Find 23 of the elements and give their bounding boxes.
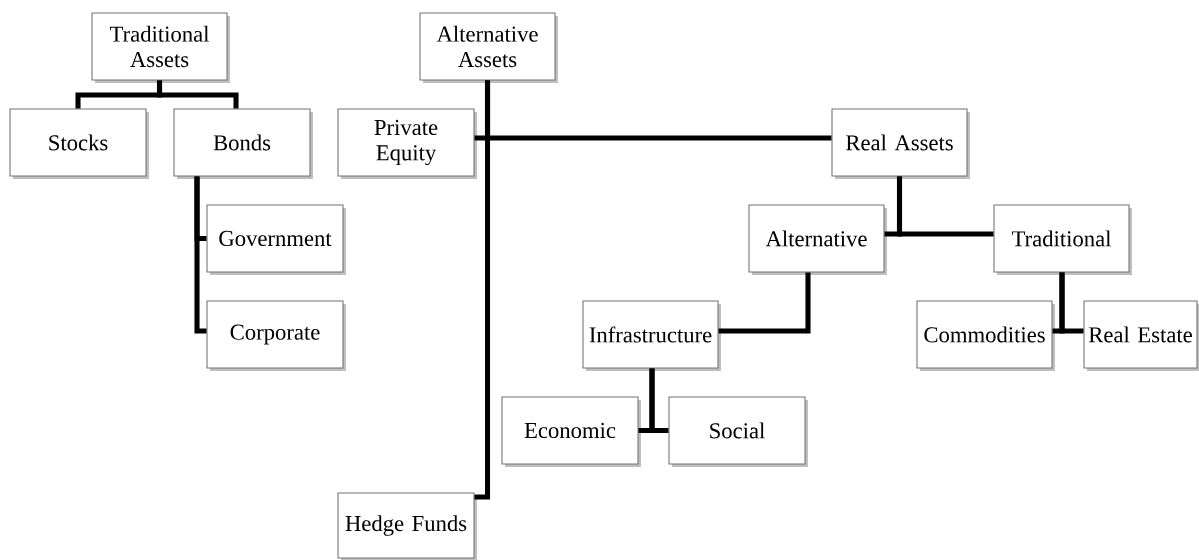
- connector-line: [896, 176, 994, 237]
- category-box: Alternative: [748, 204, 887, 275]
- category-box: Hedge Funds: [337, 492, 477, 560]
- category-box: Economic: [501, 396, 641, 467]
- category-box: Stocks: [9, 108, 149, 179]
- category-box: Traditional Assets: [91, 12, 230, 83]
- connector-line: [194, 176, 207, 334]
- connector-line: [718, 272, 811, 334]
- category-box: Commodities: [916, 300, 1055, 371]
- connector-line: [474, 80, 491, 500]
- category-box: Traditional: [993, 204, 1132, 275]
- connector-line: [649, 368, 669, 434]
- connector-line: [1059, 272, 1084, 334]
- category-box: Social: [668, 396, 808, 467]
- category-box: Corporate: [206, 300, 346, 371]
- category-box: Real Estate: [1083, 300, 1199, 371]
- category-box: Real Assets: [831, 108, 970, 179]
- category-box: Alternative Assets: [419, 12, 558, 83]
- connector-line: [156, 80, 239, 109]
- category-box: Private Equity: [337, 108, 477, 179]
- category-box: Infrastructure: [582, 300, 721, 371]
- category-box: Bonds: [173, 108, 313, 179]
- category-box: Government: [206, 204, 346, 275]
